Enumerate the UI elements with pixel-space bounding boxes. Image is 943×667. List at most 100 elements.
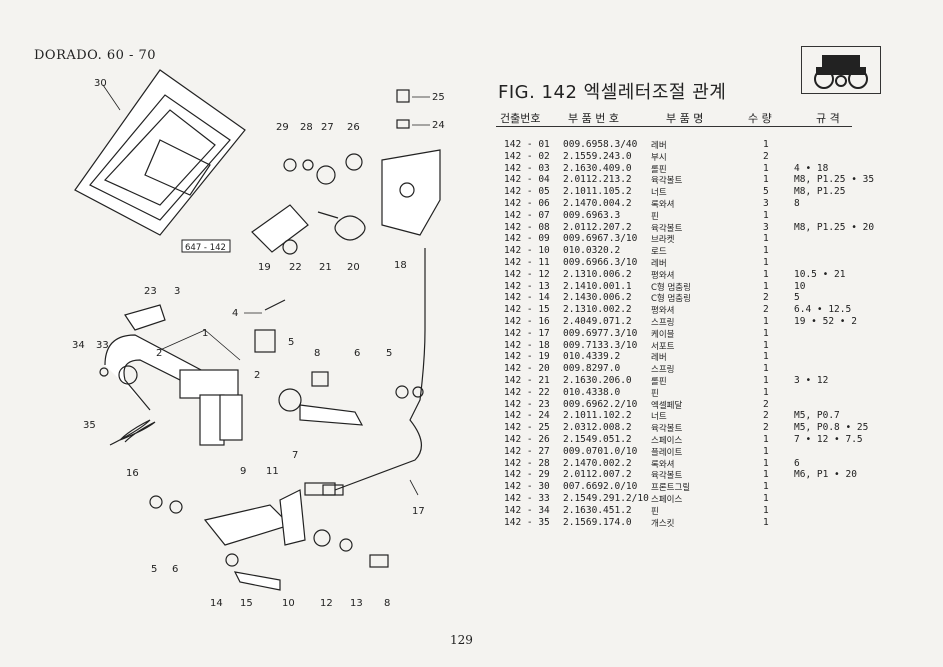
cell-ref-number: 142 - 15 xyxy=(504,304,550,316)
cell-ref-number: 142 - 28 xyxy=(504,457,550,469)
callout-25: 25 xyxy=(432,92,445,103)
cell-part-name: C형 멈춤링 xyxy=(651,294,691,305)
cell-part-name: 스프링 xyxy=(651,317,675,328)
callout-6a: 6 xyxy=(354,348,360,359)
cell-ref-number: 142 - 07 xyxy=(504,209,550,221)
cell-part-number: 010.4338.0 xyxy=(563,386,621,398)
col-qty: 수 량 xyxy=(748,112,772,125)
cell-quantity: 2 xyxy=(763,410,769,422)
cell-spec: 8 xyxy=(794,197,800,209)
callout-18: 18 xyxy=(394,260,407,271)
cell-part-number: 2.1630.451.2 xyxy=(563,504,632,516)
cell-part-number: 009.6977.3/10 xyxy=(563,327,638,339)
callout-6b: 6 xyxy=(172,564,178,575)
cell-ref-number: 142 - 08 xyxy=(504,221,550,233)
cell-part-name: 레버 xyxy=(651,141,667,151)
cell-ref-number: 142 - 35 xyxy=(504,516,550,528)
cell-part-name: 케이블 xyxy=(651,329,675,340)
cell-ref-number: 142 - 14 xyxy=(504,292,550,304)
cell-quantity: 1 xyxy=(763,516,769,528)
cell-spec: M6, P1 • 20 xyxy=(794,469,857,481)
cell-spec: 7 • 12 • 7.5 xyxy=(794,433,863,445)
cell-spec: M8, P1.25 • 20 xyxy=(794,221,875,233)
cell-part-name: 레버 xyxy=(651,353,667,364)
cell-part-name: 롤핀 xyxy=(651,376,667,387)
tractor-icon xyxy=(814,55,868,89)
tractor-logo xyxy=(801,46,881,94)
cell-part-number: 009.6963.3 xyxy=(563,209,621,221)
callout-5b: 5 xyxy=(386,348,392,359)
col-ref: 건출번호 xyxy=(500,112,541,125)
cell-ref-number: 142 - 30 xyxy=(504,481,550,493)
cell-quantity: 2 xyxy=(763,150,769,162)
cell-part-name: 스페이스 xyxy=(651,435,683,446)
cell-part-name: 핀 xyxy=(651,388,659,399)
callout-13: 13 xyxy=(350,598,363,609)
cell-spec: 10 xyxy=(794,280,806,292)
callout-4: 4 xyxy=(232,308,238,319)
cell-spec: M8, P1.25 • 35 xyxy=(794,174,875,186)
cell-part-number: 2.4049.071.2 xyxy=(563,315,632,327)
cell-quantity: 1 xyxy=(763,492,769,504)
cell-quantity: 2 xyxy=(763,398,769,410)
cell-quantity: 1 xyxy=(763,280,769,292)
callout-8b: 8 xyxy=(384,598,390,609)
cell-part-name: 록와셔 xyxy=(651,459,675,470)
cell-part-number: 2.1549.291.2/10 xyxy=(563,492,649,504)
cell-ref-number: 142 - 01 xyxy=(504,139,550,150)
cell-part-number: 007.6692.0/10 xyxy=(563,481,638,493)
cell-part-number: 009.6966.3/10 xyxy=(563,256,638,268)
cell-quantity: 1 xyxy=(763,256,769,268)
cell-part-name: 브라켓 xyxy=(651,235,675,246)
cell-part-name: 스프링 xyxy=(651,365,675,376)
cell-ref-number: 142 - 27 xyxy=(504,445,550,457)
cell-part-number: 2.1549.051.2 xyxy=(563,433,632,445)
callout-2a: 2 xyxy=(156,348,162,359)
callout-33: 33 xyxy=(96,340,109,351)
cell-ref-number: 142 - 26 xyxy=(504,433,550,445)
cell-quantity: 1 xyxy=(763,268,769,280)
cell-ref-number: 142 - 25 xyxy=(504,422,550,434)
cell-part-number: 2.1410.001.1 xyxy=(563,280,632,292)
callout-29: 29 xyxy=(276,122,289,133)
callout-27: 27 xyxy=(321,122,334,133)
cell-quantity: 1 xyxy=(763,445,769,457)
cell-part-name: 너트 xyxy=(651,412,667,423)
cell-part-number: 2.1630.409.0 xyxy=(563,162,632,174)
callout-15: 15 xyxy=(240,598,253,609)
cell-spec: 4 • 18 xyxy=(794,162,829,174)
callout-26: 26 xyxy=(347,122,360,133)
cell-quantity: 2 xyxy=(763,422,769,434)
cell-part-number: 2.1569.174.0 xyxy=(563,516,632,528)
cell-part-name: 서포트 xyxy=(651,341,675,352)
cell-spec: 6.4 • 12.5 xyxy=(794,304,852,316)
cell-ref-number: 142 - 17 xyxy=(504,327,550,339)
callout-34: 34 xyxy=(72,340,85,351)
cell-ref-number: 142 - 04 xyxy=(504,174,550,186)
col-spec: 규 격 xyxy=(816,112,840,125)
callout-1: 1 xyxy=(202,328,208,339)
cell-ref-number: 142 - 19 xyxy=(504,351,550,363)
callout-14: 14 xyxy=(210,598,223,609)
cell-part-number: 010.0320.2 xyxy=(563,245,621,257)
